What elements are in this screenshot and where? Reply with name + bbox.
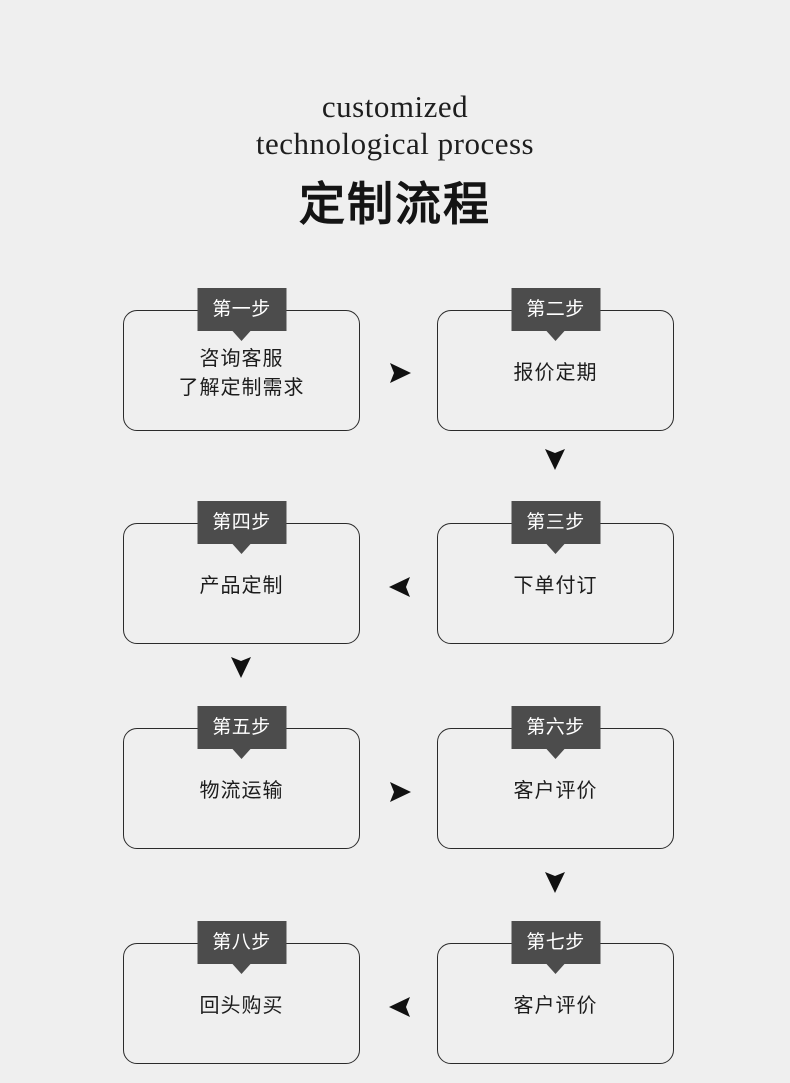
step-badge-2: 第二步: [511, 288, 600, 331]
step-body-8: 回头购买: [124, 944, 359, 1063]
step-card-7[interactable]: 第七步 客户评价: [437, 921, 674, 1064]
step-body-3: 下单付订: [438, 524, 673, 643]
step-body-5: 物流运输: [124, 729, 359, 848]
step-card-5[interactable]: 第五步 物流运输: [123, 706, 360, 849]
step-badge-5: 第五步: [197, 706, 286, 749]
step-card-6[interactable]: 第六步 客户评价: [437, 706, 674, 849]
step-badge-6: 第六步: [511, 706, 600, 749]
arrow-step1-to-step2-icon: [383, 356, 417, 390]
arrow-step5-to-step6-icon: [383, 775, 417, 809]
step-card-4[interactable]: 第四步 产品定制: [123, 501, 360, 644]
header-english-line2: technological process: [255, 126, 535, 161]
step-card-8[interactable]: 第八步 回头购买: [123, 921, 360, 1064]
arrow-step7-to-step8-icon: [383, 990, 417, 1024]
step-text-line: 产品定制: [199, 575, 284, 597]
arrow-step2-to-step3-icon: [538, 442, 572, 476]
header-english: customized technological process: [0, 0, 790, 162]
step-text-line: 报价定期: [513, 362, 598, 384]
step-text-line: 了解定制需求: [178, 376, 305, 399]
step-card-2[interactable]: 第二步 报价定期: [437, 288, 674, 431]
step-body-2: 报价定期: [438, 311, 673, 430]
step-card-1[interactable]: 第一步 咨询客服 了解定制需求: [123, 288, 360, 431]
step-badge-7: 第七步: [511, 921, 600, 964]
step-text-line: 下单付订: [513, 575, 598, 597]
arrow-step4-to-step5-icon: [224, 650, 258, 684]
step-body-7: 客户评价: [438, 944, 673, 1063]
step-text-line: 物流运输: [199, 780, 284, 802]
step-badge-1: 第一步: [197, 288, 286, 331]
arrow-step3-to-step4-icon: [383, 570, 417, 604]
step-card-3[interactable]: 第三步 下单付订: [437, 501, 674, 644]
step-badge-3: 第三步: [511, 501, 600, 544]
step-text-line: 回头购买: [199, 995, 284, 1017]
step-body-1: 咨询客服 了解定制需求: [124, 311, 359, 430]
step-text-line: 客户评价: [513, 995, 598, 1017]
page-title: 定制流程: [299, 178, 491, 230]
step-text-line: 咨询客服: [199, 347, 284, 370]
arrow-step6-to-step7-icon: [538, 865, 572, 899]
step-body-6: 客户评价: [438, 729, 673, 848]
page-header: customized technological process 定制流程: [0, 0, 790, 232]
step-text-line: 客户评价: [513, 780, 598, 802]
step-badge-8: 第八步: [197, 921, 286, 964]
step-body-4: 产品定制: [124, 524, 359, 643]
header-english-line1: customized: [321, 89, 469, 124]
step-badge-4: 第四步: [197, 501, 286, 544]
